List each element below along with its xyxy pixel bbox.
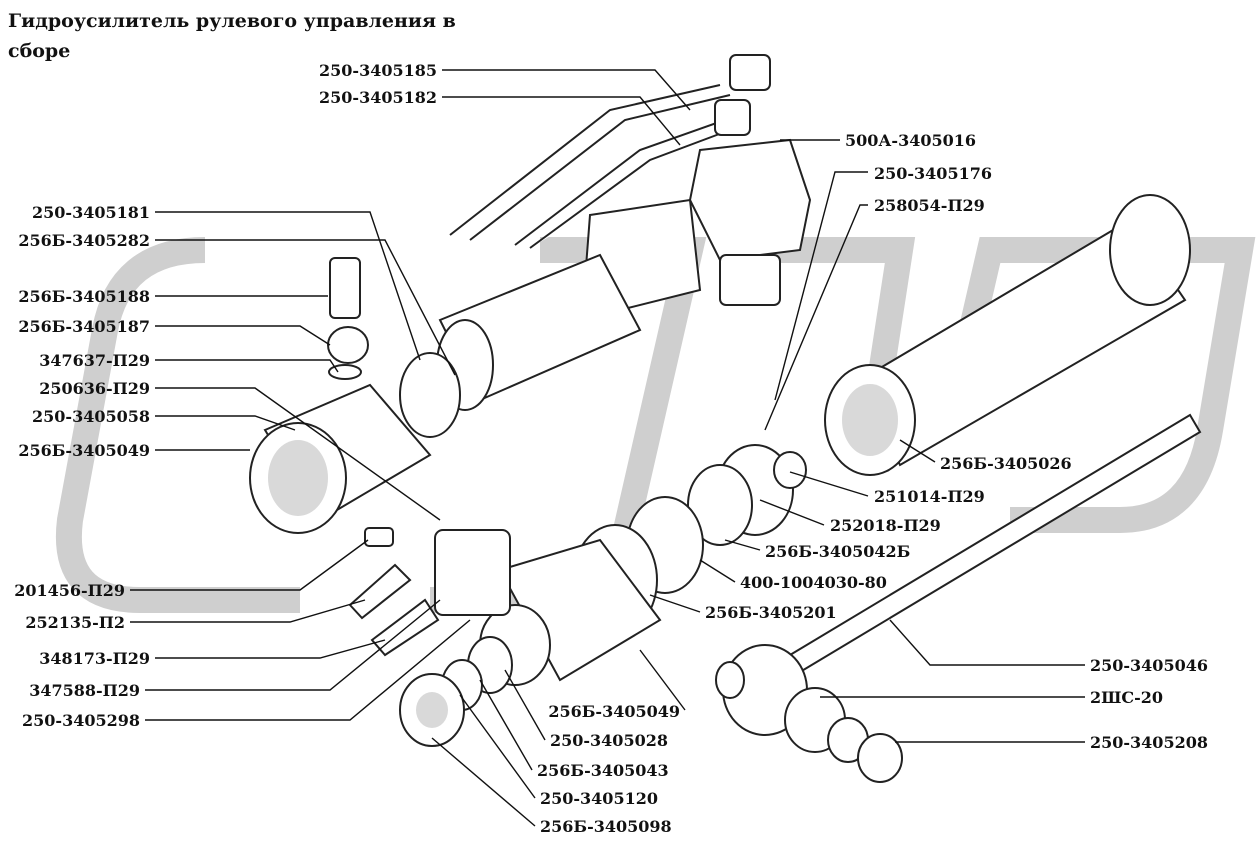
part-label: 347637-П29 xyxy=(39,351,150,370)
part-label: 250-3405176 xyxy=(874,164,992,183)
circlip xyxy=(857,733,903,783)
part-label: 250-3405208 xyxy=(1090,733,1208,752)
piston-washer xyxy=(773,451,807,489)
piston-ring xyxy=(687,464,753,546)
screw xyxy=(364,527,394,547)
part-label: 256Б-3405201 xyxy=(705,603,837,622)
retaining-ring xyxy=(715,661,745,699)
part-label: 250-3405058 xyxy=(32,407,150,426)
part-label: 250-3405046 xyxy=(1090,656,1208,675)
valve-body xyxy=(688,138,812,262)
fitting-nipple xyxy=(348,563,412,620)
leader-lines xyxy=(130,69,1085,827)
part-label: 250-3405185 xyxy=(319,61,437,80)
part-label: 256Б-3405043 xyxy=(537,761,669,780)
part-label: 250636-П29 xyxy=(39,379,150,398)
part-label: 256Б-3405188 xyxy=(18,287,150,306)
part-label: 256Б-3405026 xyxy=(940,454,1072,473)
part-label: 256Б-3405098 xyxy=(540,817,672,836)
part-label: 256Б-3405187 xyxy=(18,317,150,336)
part-label: 250-3405120 xyxy=(540,789,658,808)
part-label: 252018-П29 xyxy=(830,516,941,535)
part-label: 250-3405182 xyxy=(319,88,437,107)
fitting-top-2 xyxy=(714,99,751,136)
part-label: 256Б-3405049 xyxy=(548,702,680,721)
part-label: 250-3405181 xyxy=(32,203,150,222)
part-label: 250-3405028 xyxy=(550,731,668,750)
part-label: 256Б-3405049 xyxy=(18,441,150,460)
lock-ring-upper xyxy=(399,352,461,438)
valve-union xyxy=(719,254,781,306)
part-label: 250-3405298 xyxy=(22,711,140,730)
part-label: 400-1004030-80 xyxy=(740,573,887,592)
part-label: 201456-П29 xyxy=(14,581,125,600)
cylinder-nut xyxy=(1109,194,1191,306)
part-label: 347588-П29 xyxy=(29,681,140,700)
part-labels: 250-3405185 250-3405182 500А-3405016 250… xyxy=(14,61,1208,836)
part-label: 258054-П29 xyxy=(874,196,985,215)
fitting-top-1 xyxy=(729,54,771,91)
part-label: 2ШС-20 xyxy=(1090,688,1163,707)
part-label: 256Б-3405282 xyxy=(18,231,150,250)
part-label: 256Б-3405042Б xyxy=(765,542,910,561)
part-label: 500А-3405016 xyxy=(845,131,976,150)
page-title: Гидроусилитель рулевого управления в сбо… xyxy=(8,10,456,62)
washer xyxy=(328,364,362,380)
part-label: 252135-П2 xyxy=(25,613,125,632)
banjo-fitting xyxy=(327,326,369,364)
banjo-bolt xyxy=(329,257,361,319)
part-label: 348173-П29 xyxy=(39,649,150,668)
parts xyxy=(249,54,1202,783)
part-label: 251014-П29 xyxy=(874,487,985,506)
flange xyxy=(434,529,511,616)
